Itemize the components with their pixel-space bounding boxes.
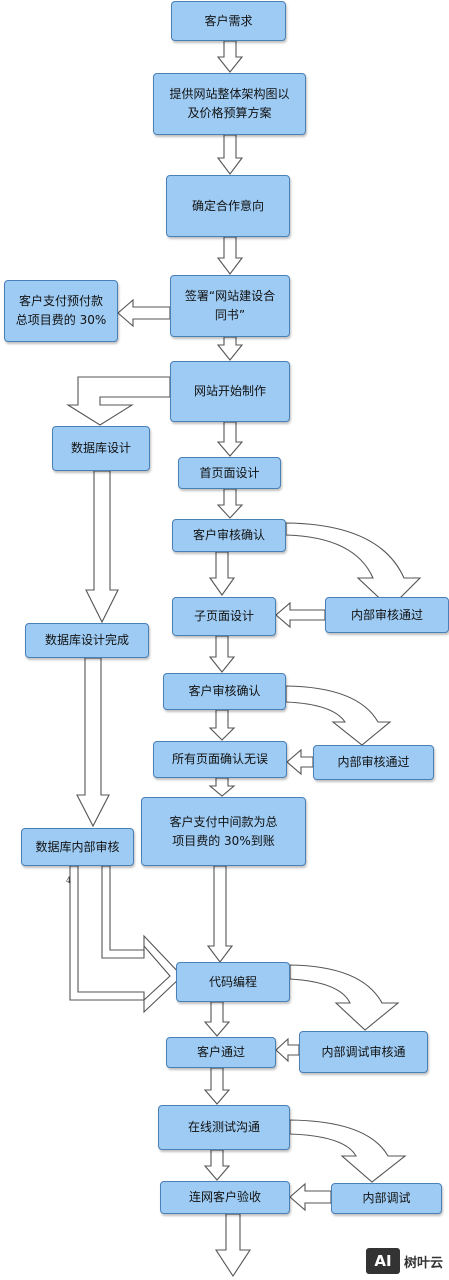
node-internal-review-pass-2: 内部审核通过 [313,745,434,780]
arrow-down [206,865,234,963]
node-subpage-design: 子页面设计 [172,597,276,636]
node-customer-review-2: 客户审核确认 [163,673,286,710]
node-customer-approved: 客户通过 [166,1037,276,1068]
arrow-down [216,236,244,275]
arrow-down [216,421,244,457]
node-internal-review-pass-1: 内部审核通过 [325,597,449,633]
node-online-acceptance: 连网客户验收 [160,1181,290,1214]
arrow-down [203,1001,231,1037]
node-customer-request: 客户需求 [171,1,286,41]
arrow-merge [69,865,183,1014]
arrow-down [208,709,236,741]
arrow-branch [66,376,171,426]
arrow-left [275,601,326,629]
arrow-down [208,635,236,673]
arrow-down [208,551,236,596]
footnote-mark: 4 [66,876,72,885]
node-code-programming: 代码编程 [176,962,290,1002]
arrow-left [286,748,314,776]
arrow-left [275,1037,300,1063]
arrow-curve [289,1119,407,1183]
arrow-left [289,1182,332,1212]
node-prepay: 客户支付预付款总项目费的 30% [4,280,118,342]
node-start-production: 网站开始制作 [170,361,290,422]
arrow-curve [289,964,400,1031]
arrow-down [216,488,244,519]
node-database-design-done: 数据库设计完成 [25,623,149,658]
node-internal-debug-review: 内部调试审核通 [299,1031,428,1073]
arrow-curve [285,522,422,609]
watermark: AI 树叶云 [365,1248,443,1274]
arrow-down [214,1213,252,1278]
arrow-down [85,470,119,624]
node-sign-contract: 签署“网站建设合同书” [170,275,290,337]
node-database-design: 数据库设计 [52,426,150,471]
watermark-site-name: 树叶云 [403,1255,443,1271]
arrow-left [117,298,171,328]
node-database-internal-review: 数据库内部审核 [21,828,134,866]
arrow-down [208,777,236,797]
node-all-pages-confirmed: 所有页面确认无误 [153,741,287,778]
node-internal-debug: 内部调试 [331,1183,442,1214]
arrow-down [216,336,244,361]
arrow-down [216,134,244,175]
watermark-logo: AI [365,1248,400,1274]
arrow-down [203,1149,231,1181]
node-midpay: 客户支付中间款为总项目费的 30%到账 [141,797,306,866]
arrow-curve [285,685,392,746]
node-homepage-design: 首页面设计 [178,457,281,489]
node-online-test: 在线测试沟通 [158,1105,290,1150]
node-site-architecture: 提供网站整体架构图以及价格预算方案 [153,73,306,135]
node-confirm-cooperation: 确定合作意向 [166,175,290,237]
node-customer-review-1: 客户审核确认 [172,519,286,552]
arrow-down [203,1067,231,1105]
arrow-down [76,657,110,828]
arrow-down [216,40,244,73]
